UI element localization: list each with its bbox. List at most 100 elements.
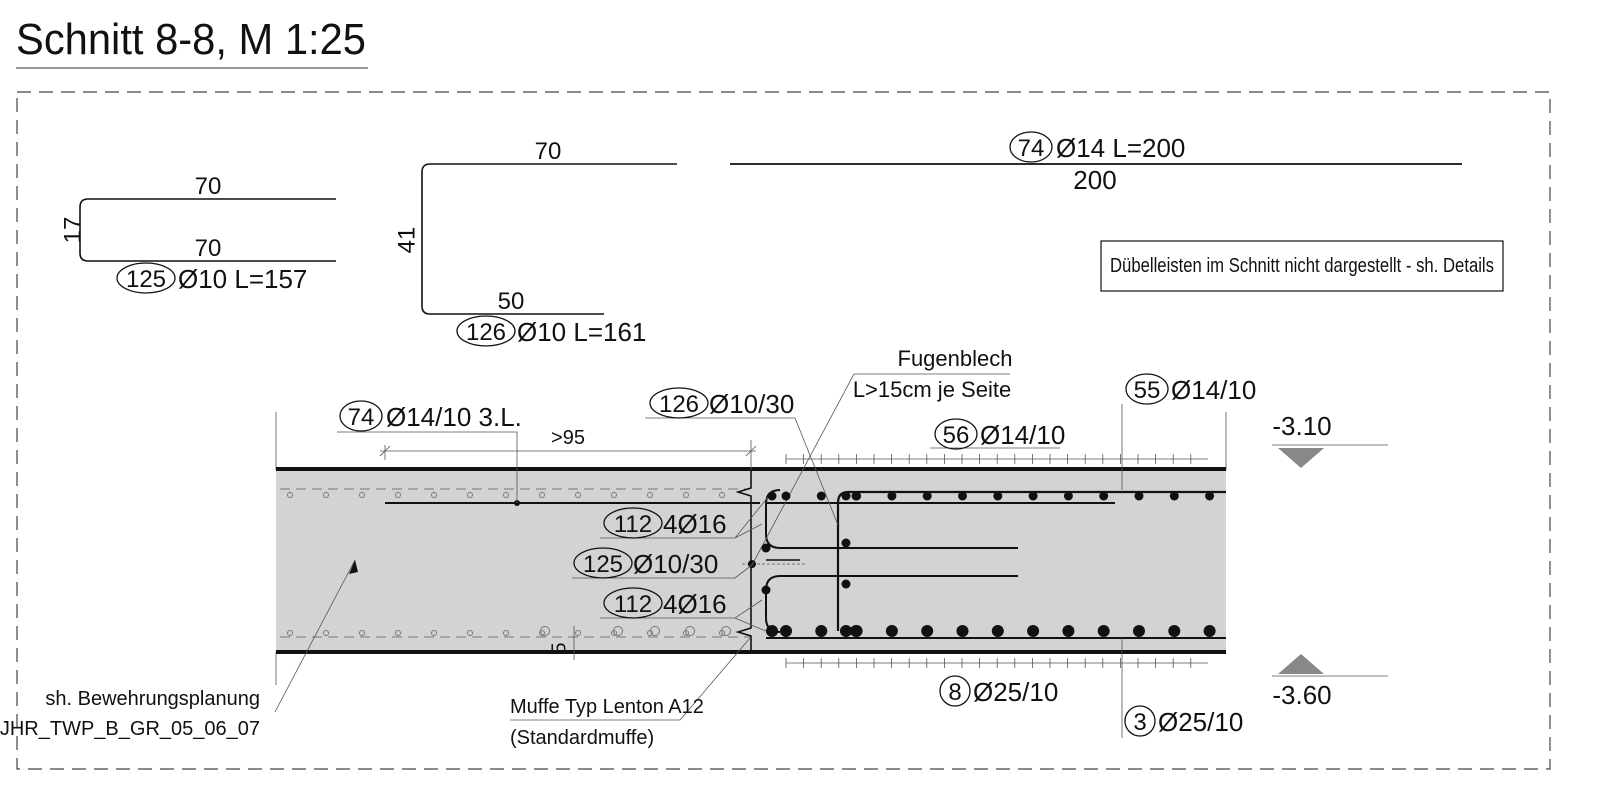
bar-section-existing <box>647 492 653 498</box>
dim-95: >95 <box>551 427 585 449</box>
position-number: 56 <box>943 422 970 449</box>
position-number: 74 <box>1018 135 1045 162</box>
bar-section <box>767 491 777 501</box>
bar-section <box>840 625 852 637</box>
dim-top: 70 <box>195 173 222 200</box>
bar-section-existing <box>395 492 401 498</box>
bar-section <box>993 491 1003 501</box>
bar-section-existing <box>431 630 437 636</box>
label-text: 4Ø16 <box>663 509 727 539</box>
label-text: Ø25/10 <box>973 677 1058 707</box>
bar-section <box>841 579 851 589</box>
bar-section-existing <box>613 626 623 636</box>
bar-section-existing <box>359 630 365 636</box>
bar-section-existing <box>287 492 293 498</box>
bar-spec: Ø14 L=200 <box>1056 133 1185 163</box>
label-8: 8 Ø25/10 <box>939 675 1058 707</box>
position-number: 3 <box>1133 709 1146 736</box>
bar-section <box>841 538 851 548</box>
drawing-title: Schnitt 8-8, M 1:25 <box>16 15 366 64</box>
bar-section-existing <box>359 492 365 498</box>
bending-shape-74: 74 Ø14 L=200 200 <box>730 131 1462 195</box>
bar-section-existing <box>323 492 329 498</box>
fugenblech-length: L>15cm je Seite <box>853 377 1011 402</box>
bar-section <box>1063 491 1073 501</box>
position-marker <box>1009 131 1053 163</box>
muffe-note: (Standardmuffe) <box>510 727 654 749</box>
bar-section-existing <box>647 630 653 636</box>
position-number: 126 <box>466 319 506 346</box>
bar-section-existing <box>539 492 545 498</box>
dim-bottom: 70 <box>195 235 222 262</box>
bar-section <box>1099 491 1109 501</box>
bar-section-existing <box>287 630 293 636</box>
position-number: 112 <box>614 591 652 618</box>
bar-section <box>1205 491 1215 501</box>
position-number: 125 <box>583 551 623 578</box>
bar-section <box>885 625 898 637</box>
bar-section-existing <box>395 630 401 636</box>
bar-section <box>1028 491 1038 501</box>
label-74: 74 Ø14/10 3.L. <box>339 400 522 432</box>
bar-section-existing <box>467 630 473 636</box>
bar-section-existing <box>611 492 617 498</box>
note-text: Dübelleisten im Schnitt nicht dargestell… <box>1110 255 1494 277</box>
label-55: 55 Ø14/10 <box>1125 373 1256 405</box>
reference-label: sh. Bewehrungsplanung <box>45 688 260 710</box>
bar-section <box>1133 625 1145 637</box>
bar-section-existing <box>650 626 660 636</box>
sheet-border <box>16 91 1551 770</box>
bar-section <box>921 625 934 637</box>
bar-section <box>956 625 969 637</box>
bar-section <box>841 491 851 501</box>
bar-section <box>991 625 1004 637</box>
muffe-label: Muffe Typ Lenton A12 <box>510 696 704 718</box>
dim-length: 200 <box>1073 165 1116 195</box>
label-112-top: 112 4Ø16 <box>603 507 727 539</box>
tick-marks <box>785 454 1192 668</box>
bar-section-existing <box>683 492 689 498</box>
bar-section <box>815 625 828 637</box>
bar-section <box>816 491 826 501</box>
bar-section-existing <box>721 626 731 636</box>
bar-section <box>766 625 778 637</box>
bar-section-existing <box>575 492 581 498</box>
rebar-dots <box>287 491 1216 637</box>
label-125: 125 Ø10/30 <box>573 547 718 579</box>
label-text: Ø14/10 <box>1171 375 1256 405</box>
bar-section-existing <box>540 626 550 636</box>
label-text: Ø14/10 <box>980 420 1065 450</box>
bar-section <box>922 491 932 501</box>
position-number: 125 <box>126 266 166 293</box>
bar-section <box>1168 625 1181 637</box>
bar-section <box>958 491 967 501</box>
bending-shape-126: 70 41 50 126 Ø10 L=161 <box>393 138 677 347</box>
bar-section-existing <box>467 492 473 498</box>
label-3: 3 Ø25/10 <box>1124 705 1243 737</box>
bar-section-existing <box>685 626 695 636</box>
bar-section <box>850 625 862 637</box>
position-number: 8 <box>948 679 961 706</box>
dim-bottom: 50 <box>498 288 525 315</box>
position-number: 126 <box>659 391 699 418</box>
bar-section <box>887 491 897 501</box>
note-box: Dübelleisten im Schnitt nicht dargestell… <box>1100 240 1504 292</box>
bar-section <box>1097 625 1110 637</box>
label-text: Ø14/10 3.L. <box>386 402 522 432</box>
level-bottom: -3.60 <box>1272 680 1331 710</box>
position-number: 112 <box>614 511 652 538</box>
bar-section <box>851 491 861 501</box>
bar-section <box>1062 625 1075 637</box>
bar-section <box>761 543 771 553</box>
position-marker <box>116 262 176 294</box>
fugenblech-label: Fugenblech <box>898 346 1013 371</box>
bar-section-existing <box>431 492 437 498</box>
bar-section <box>761 585 771 595</box>
bar-section <box>1203 625 1216 637</box>
dim-top: 70 <box>535 138 562 165</box>
label-text: Ø10/30 <box>709 389 794 419</box>
bar-section-existing <box>323 630 329 636</box>
label-56: 56 Ø14/10 <box>934 418 1065 450</box>
label-text: 4Ø16 <box>663 589 727 619</box>
